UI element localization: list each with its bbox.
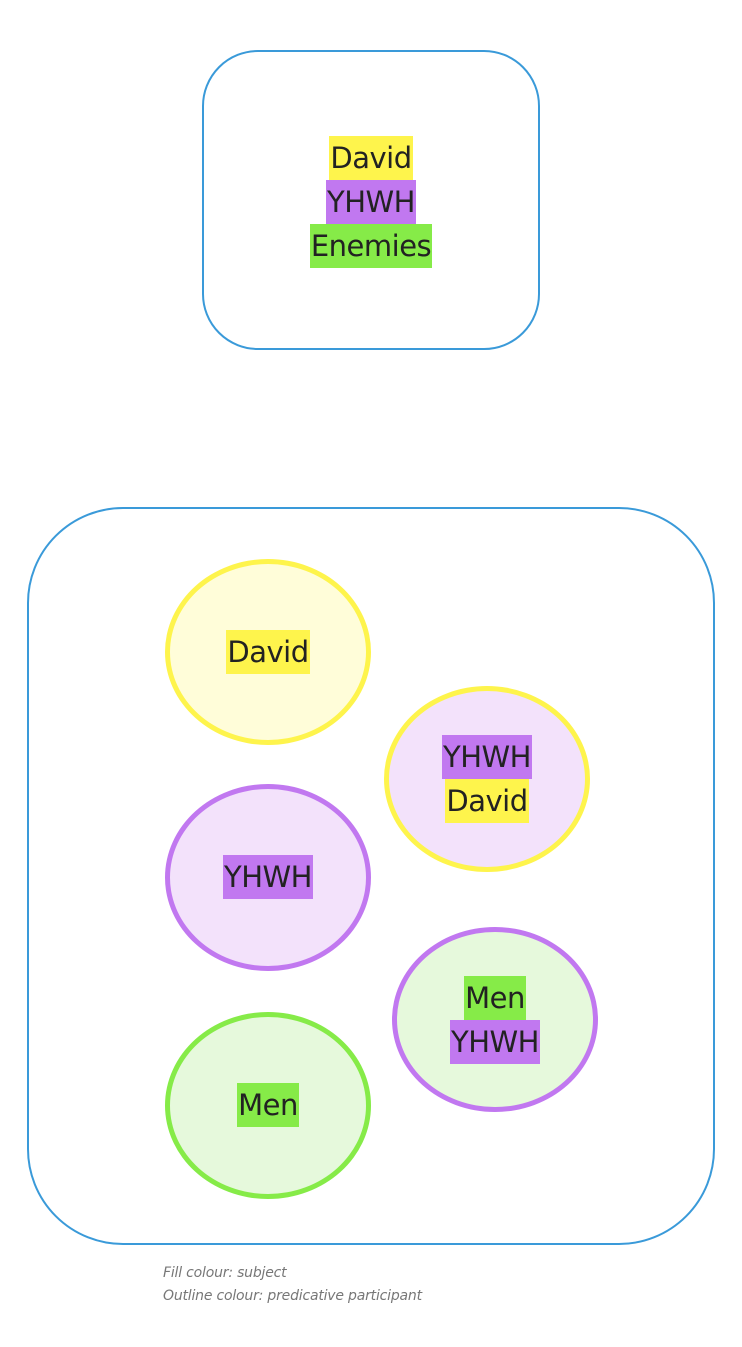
node-david-labels: David <box>170 630 366 674</box>
top-group-label-stack: David YHWH Enemies <box>204 136 538 268</box>
node-yhwh-labels: YHWH <box>170 855 366 899</box>
label-david: David <box>445 779 529 823</box>
node-men-yhwh: Men YHWH <box>392 927 598 1112</box>
node-men-labels: Men <box>170 1083 366 1127</box>
legend-outline-note: Outline colour: predicative participant <box>163 1288 422 1304</box>
node-men: Men <box>165 1012 371 1199</box>
label-yhwh: YHWH <box>441 735 532 779</box>
node-yhwh-david: YHWH David <box>384 686 590 872</box>
label-yhwh: YHWH <box>222 855 313 899</box>
label-men: Men <box>464 976 526 1020</box>
bottom-group-frame: David YHWH David YHWH Men YHWH Men <box>27 507 715 1245</box>
label-yhwh: YHWH <box>325 180 416 224</box>
node-men-yhwh-labels: Men YHWH <box>397 976 593 1064</box>
label-yhwh: YHWH <box>449 1020 540 1064</box>
node-yhwh: YHWH <box>165 784 371 971</box>
label-enemies: Enemies <box>309 224 433 268</box>
label-men: Men <box>237 1083 299 1127</box>
node-david: David <box>165 559 371 745</box>
label-david: David <box>226 630 310 674</box>
node-yhwh-david-labels: YHWH David <box>389 735 585 823</box>
top-group-frame: David YHWH Enemies <box>202 50 540 350</box>
legend-fill-note: Fill colour: subject <box>163 1265 287 1281</box>
label-david: David <box>329 136 413 180</box>
